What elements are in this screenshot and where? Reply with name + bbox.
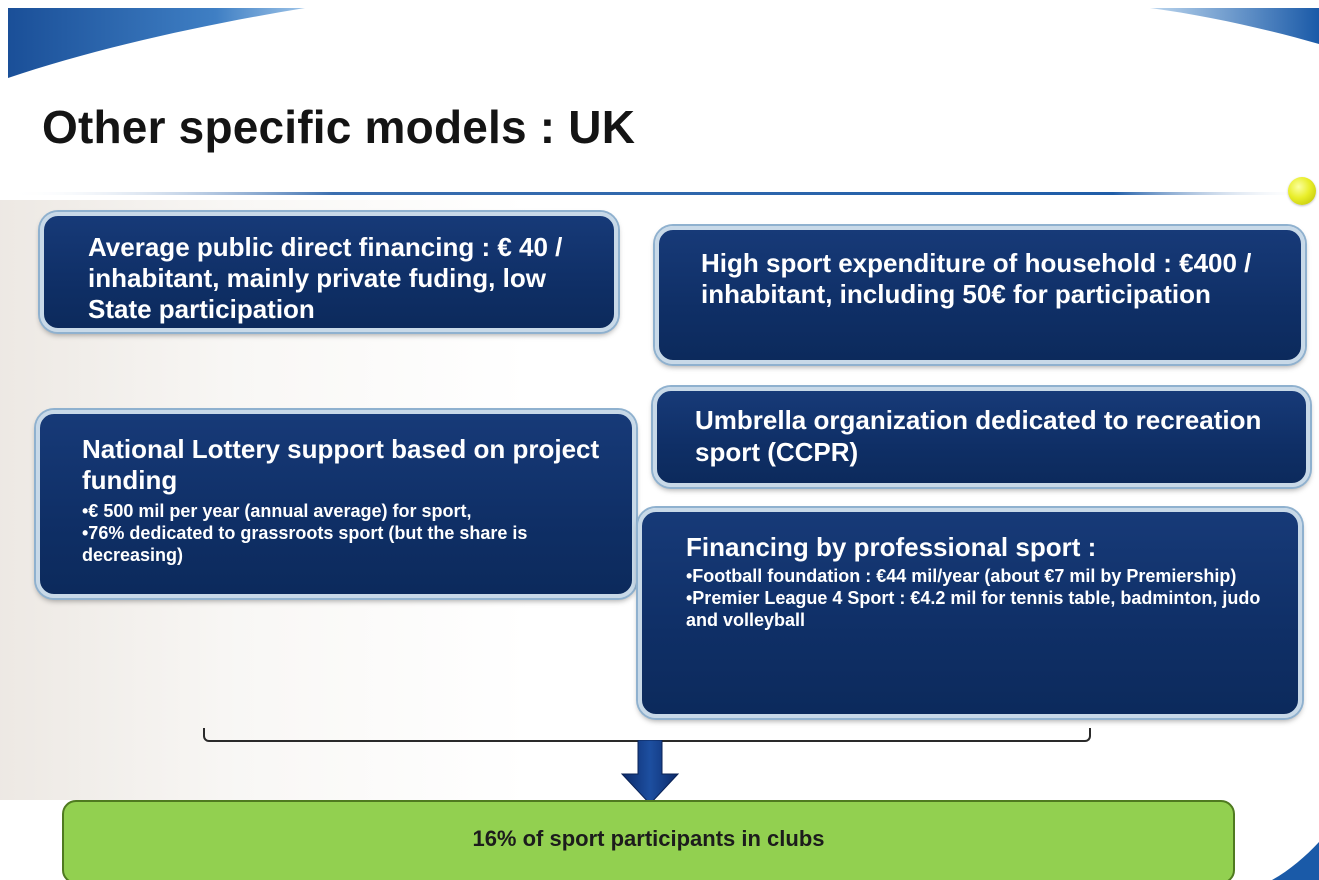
public-financing-box: Average public direct financing : € 40 /… xyxy=(40,212,618,332)
household-expenditure-box: High sport expenditure of household : €4… xyxy=(655,226,1305,364)
national-lottery-bullet: •€ 500 mil per year (annual average) for… xyxy=(82,501,472,521)
professional-sport-heading: Financing by professional sport : xyxy=(686,532,1097,562)
result-box: 16% of sport participants in clubs xyxy=(62,800,1235,880)
tennis-ball-icon xyxy=(1288,177,1316,205)
slide-title: Other specific models : UK xyxy=(42,101,636,153)
professional-sport-bullet: •Football foundation : €44 mil/year (abo… xyxy=(686,566,1237,586)
umbrella-organization-box: Umbrella organization dedicated to recre… xyxy=(653,387,1310,487)
household-expenditure-text: High sport expenditure of household : €4… xyxy=(701,248,1252,309)
down-arrow-icon xyxy=(620,740,680,805)
result-text: 16% of sport participants in clubs xyxy=(472,826,825,851)
professional-sport-bullet: •Premier League 4 Sport : €4.2 mil for t… xyxy=(686,588,1261,630)
corner-swoosh xyxy=(1272,842,1319,880)
national-lottery-heading: National Lottery support based on projec… xyxy=(82,434,600,495)
professional-sport-box: Financing by professional sport : •Footb… xyxy=(638,508,1302,718)
public-financing-text: Average public direct financing : € 40 /… xyxy=(88,232,563,324)
national-lottery-bullet: •76% dedicated to grassroots sport (but … xyxy=(82,523,528,565)
umbrella-organization-text: Umbrella organization dedicated to recre… xyxy=(695,405,1262,467)
national-lottery-box: National Lottery support based on projec… xyxy=(36,410,636,598)
header-swoosh xyxy=(8,8,1319,195)
